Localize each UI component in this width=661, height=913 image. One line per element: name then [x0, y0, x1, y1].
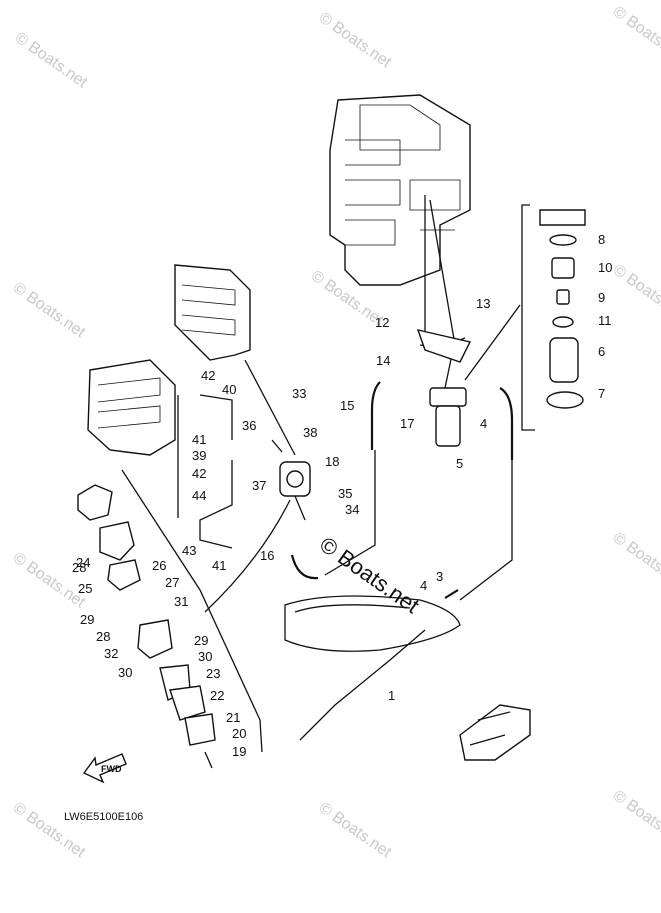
callout-12: 12 [375, 315, 389, 330]
callout-31: 31 [174, 594, 188, 609]
fuel-pump [279, 461, 311, 497]
filter-exploded-parts [521, 204, 586, 431]
callout-28: 28 [96, 629, 110, 644]
callout-29: 29 [194, 633, 208, 648]
callout-13: 13 [476, 296, 490, 311]
callout-8: 8 [598, 232, 605, 247]
callout-43: 43 [182, 543, 196, 558]
callout-25: 25 [78, 581, 92, 596]
bottom-cowling [284, 595, 461, 652]
callout-labels: 1344567891011121314151617181920212223242… [72, 232, 612, 759]
bracket-lines [121, 304, 521, 753]
watermark-text: © Boats.net [610, 529, 661, 591]
callout-15: 15 [340, 398, 354, 413]
callout-24: 24 [76, 555, 90, 570]
callout-19: 19 [232, 744, 246, 759]
fuel-filter [416, 329, 472, 447]
callout-38: 38 [303, 425, 317, 440]
fuel-hoses [177, 359, 514, 741]
callout-33: 33 [292, 386, 306, 401]
callout-9: 9 [598, 290, 605, 305]
callout-40: 40 [222, 382, 236, 397]
callout-10: 10 [598, 260, 612, 275]
callout-27: 27 [165, 575, 179, 590]
callout-16: 16 [260, 548, 274, 563]
callout-42: 42 [192, 466, 206, 481]
callout-14: 14 [376, 353, 390, 368]
callout-22: 22 [210, 688, 224, 703]
callout-17: 17 [400, 416, 414, 431]
callout-30: 30 [198, 649, 212, 664]
callout-34: 34 [345, 502, 359, 517]
callout-39: 39 [192, 448, 206, 463]
callout-21: 21 [226, 710, 240, 725]
diagram-code: LW6E5100E106 [64, 811, 143, 823]
fwd-arrow-icon: FWD [82, 753, 127, 784]
part-44-cover [459, 704, 531, 761]
callout-7: 7 [598, 386, 605, 401]
cylinder-head-lower [87, 359, 176, 456]
callout-18: 18 [325, 454, 339, 469]
callout-42: 42 [201, 368, 215, 383]
callout-37: 37 [252, 478, 266, 493]
callout-5: 5 [456, 456, 463, 471]
fwd-label: FWD [101, 764, 122, 774]
watermark-text: © Boats.net [610, 3, 661, 65]
callout-26: 26 [152, 558, 166, 573]
callout-28: 28 [72, 560, 86, 575]
callout-3: 3 [436, 569, 443, 584]
callout-6: 6 [598, 344, 605, 359]
watermark-text: © Boats.net [10, 279, 89, 341]
pump-exploded-stack [77, 484, 216, 769]
callout-1: 1 [388, 688, 395, 703]
callout-29: 29 [80, 612, 94, 627]
callout-4: 4 [420, 578, 427, 593]
watermark-text: © Boats.net [316, 799, 395, 861]
callout-35: 35 [338, 486, 352, 501]
callout-41: 41 [212, 558, 226, 573]
cylinder-head-upper [174, 264, 251, 361]
callout-41: 41 [192, 432, 206, 447]
watermark-text: © Boats.net [12, 29, 91, 91]
watermark-text: © Boats.net [610, 787, 661, 849]
callout-44: 44 [192, 488, 206, 503]
callout-23: 23 [206, 666, 220, 681]
callout-4: 4 [480, 416, 487, 431]
callout-20: 20 [232, 726, 246, 741]
watermark-text: © Boats.net [316, 9, 395, 71]
watermark-text: © Boats.net [10, 799, 89, 861]
callout-32: 32 [104, 646, 118, 661]
engine-block [329, 94, 471, 346]
callout-30: 30 [118, 665, 132, 680]
callout-36: 36 [242, 418, 256, 433]
callout-11: 11 [598, 313, 612, 328]
watermark-text: © Boats.net [610, 261, 661, 323]
